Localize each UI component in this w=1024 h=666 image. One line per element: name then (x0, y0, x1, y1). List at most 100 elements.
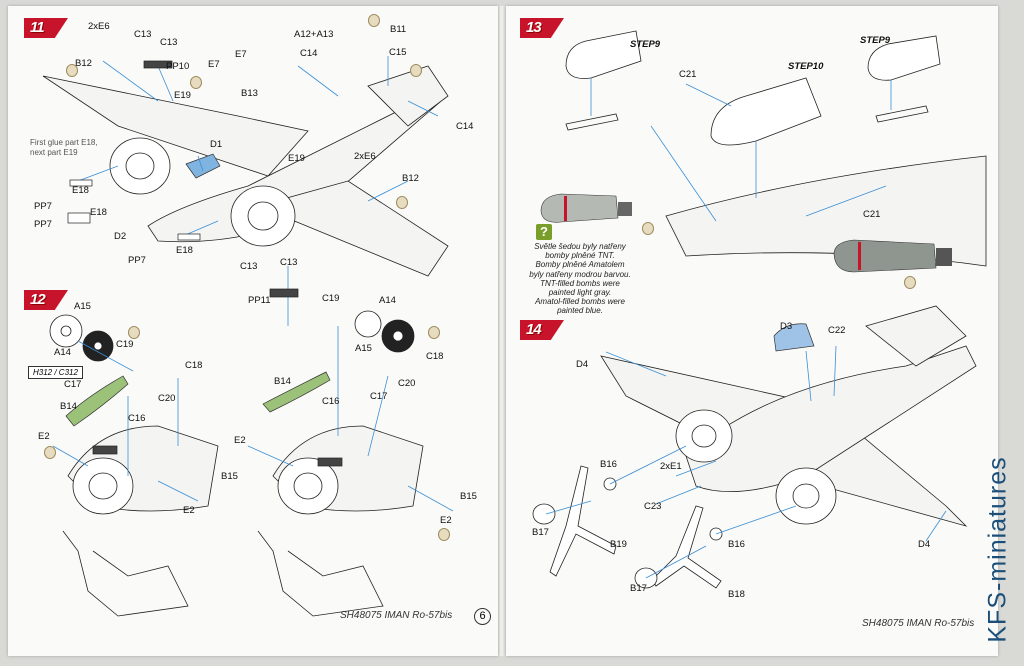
part-label: C21 (863, 209, 881, 220)
part-b14-green-left (65, 375, 129, 427)
part-label: C21 (679, 69, 697, 80)
part-label: C17 (64, 379, 82, 390)
left-page: 11 First glue part E18, next part E19 2x… (8, 6, 498, 656)
watermark: KFS-miniatures (984, 440, 1024, 660)
paint-code-icon (396, 196, 408, 209)
part-label: E2 (440, 515, 452, 526)
part-label: E2 (38, 431, 50, 442)
part-pp7-strip (69, 179, 93, 187)
note-line-2: next part E19 (30, 147, 78, 157)
step-11-badge: 11 (24, 18, 76, 38)
part-label: E2 (234, 435, 246, 446)
part-label: 2xE6 (88, 21, 110, 32)
part-label: D4 (576, 359, 589, 370)
wing-underside (665, 155, 987, 267)
part-label: C18 (185, 360, 203, 371)
paint-code-icon (368, 14, 380, 27)
paint-code-icon (190, 76, 202, 89)
part-label: B16 (728, 539, 745, 550)
part-label: E2 (183, 505, 195, 516)
part-label: C14 (300, 48, 318, 59)
part-label: D2 (114, 231, 127, 242)
part-label: A15 (355, 343, 372, 354)
step-12-number: 12 (30, 291, 46, 308)
part-pp7-strip-2 (177, 233, 201, 241)
propeller-2 (651, 505, 722, 589)
part-label: E7 (208, 59, 220, 70)
part-label: C18 (426, 351, 444, 362)
bomb-step10 (710, 77, 822, 146)
part-label: E18 (72, 185, 89, 196)
step-ref-label: STEP10 (788, 61, 824, 72)
note-line: Bomby plněné Amatolem (535, 260, 625, 270)
page-number: 6 (474, 608, 491, 625)
part-label: C22 (828, 325, 846, 336)
note-line: Světle šedou byly natřeny (534, 242, 626, 251)
step-12-badge: 12 (24, 290, 76, 310)
part-grille-right (317, 457, 343, 467)
part-label: B12 (75, 58, 92, 69)
book-spine (497, 6, 507, 656)
part-label: B15 (221, 471, 238, 482)
step-11-note: First glue part E18, next part E19 (30, 138, 98, 157)
part-label: E19 (288, 153, 305, 164)
part-label: PP11 (248, 295, 271, 306)
part-label: B14 (274, 376, 291, 387)
part-label: PP7 (34, 201, 52, 212)
step-ref-label: STEP9 (860, 35, 891, 46)
step-14-badge: 14 (520, 320, 572, 340)
part-label: B18 (728, 589, 745, 600)
part-label: 2xE6 (354, 151, 376, 162)
part-label: C19 (116, 339, 134, 350)
aircraft-tailplane (865, 305, 967, 367)
part-label: D4 (918, 539, 931, 550)
engine-front-2 (775, 467, 837, 525)
part-label: C16 (128, 413, 146, 424)
part-label: B13 (241, 88, 258, 99)
right-page-drawings (532, 30, 987, 589)
part-grille-left (92, 445, 118, 455)
part-label: E18 (90, 207, 107, 218)
part-label: E7 (235, 49, 247, 60)
part-label: C15 (389, 47, 407, 58)
step-11-number: 11 (30, 19, 45, 36)
part-label: C16 (322, 396, 340, 407)
engine-cowling-2 (230, 185, 296, 247)
engine-cowling-1 (109, 137, 171, 195)
note-line: byly natřeny modrou barvou. (529, 269, 631, 279)
part-d3-canopy (773, 323, 815, 352)
part-label: 2xE1 (660, 461, 682, 472)
part-label: PP10 (166, 61, 190, 72)
part-label: B15 (460, 491, 477, 502)
part-label: D3 (780, 321, 793, 332)
part-label: PP7 (34, 219, 52, 230)
part-label: PP7 (128, 255, 146, 266)
paint-code-icon (44, 446, 56, 459)
aircraft-wing-right (256, 180, 449, 277)
note-line-1: First glue part E18, (30, 138, 98, 147)
part-d1-canopy (185, 153, 221, 179)
part-label: E19 (174, 90, 191, 101)
step-14-number: 14 (526, 321, 542, 338)
part-label: A14 (379, 295, 396, 306)
step-13-number: 13 (526, 19, 542, 36)
part-b14-green-right (262, 371, 331, 413)
note-line: painted blue. (557, 306, 603, 316)
part-label: C13 (160, 37, 178, 48)
part-label: C20 (398, 378, 416, 389)
part-label: C20 (158, 393, 176, 404)
part-label: B17 (630, 583, 647, 594)
page-footer-right: SH48075 IMAN Ro-57bis (862, 618, 975, 629)
part-label: C13 (280, 257, 298, 268)
question-icon: ? (536, 224, 552, 240)
note-line: painted light gray. (548, 287, 612, 297)
stand-right (257, 530, 384, 617)
part-label: A12+A13 (294, 29, 334, 40)
paint-code-icon (428, 326, 440, 339)
aircraft-body (685, 345, 977, 493)
bomb-step9-right (867, 35, 941, 81)
part-label: B14 (60, 401, 77, 412)
part-label: B17 (532, 527, 549, 538)
part-label: C13 (134, 29, 152, 40)
paint-code-icon (410, 64, 422, 77)
